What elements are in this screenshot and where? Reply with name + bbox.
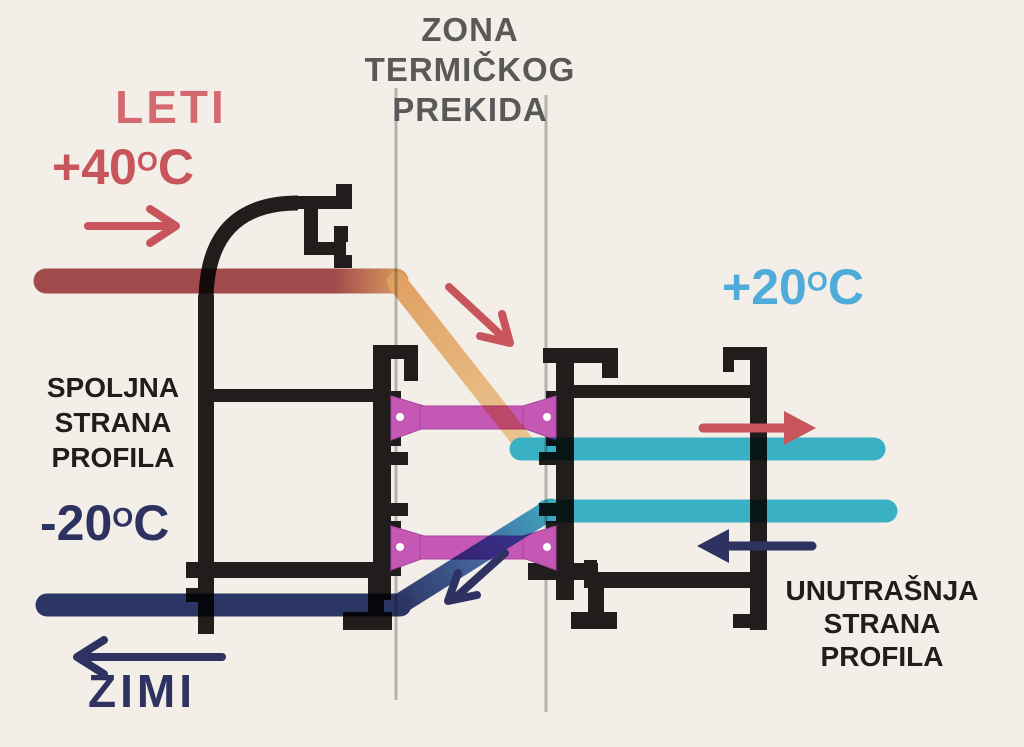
summer-heat-arrow-icon: [84, 205, 180, 247]
heat-deflection-arrow-icon: [445, 283, 514, 347]
indoor-temperature-unit: C: [827, 259, 864, 315]
zone-label-line3: PREKIDA: [392, 91, 548, 128]
summer-temperature-value: +40: [52, 139, 137, 195]
zone-label-line2: TERMIČKOG: [364, 51, 576, 88]
outer-profile-section: [186, 184, 392, 634]
outer-side-line2: STRANA: [54, 407, 172, 438]
indoor-cool-arrow-icon: [697, 529, 817, 563]
inner-profile-section: [574, 347, 767, 630]
winter-temperature-unit: C: [133, 495, 170, 551]
summer-temperature-unit: C: [157, 139, 194, 195]
outer-side-line3: PROFILA: [51, 442, 175, 473]
cold-deflection-arrow-icon: [444, 549, 509, 605]
inner-side-line3: PROFILA: [820, 641, 944, 672]
inner-side-line1: UNUTRAŠNJA: [785, 575, 979, 606]
winter-season-label: ZIMI: [88, 665, 196, 717]
winter-temperature-value: -20: [40, 495, 113, 551]
thermal-break-connector-upper: [390, 395, 557, 441]
indoor-temperature-degree: O: [806, 266, 828, 297]
flow-arrows: [73, 205, 817, 678]
outer-side-line1: SPOLJNA: [46, 372, 180, 403]
zone-label-line1: ZONA: [421, 11, 519, 48]
thermal-break-zone-label: ZONA TERMIČKOG PREKIDA: [348, 10, 592, 130]
hot-deflected-band: [387, 272, 537, 457]
indoor-temperature-value: +20: [722, 259, 807, 315]
summer-season-label: LETI: [115, 81, 227, 133]
winter-temperature-label: -20OC: [40, 494, 169, 552]
summer-temperature-label: +40OC: [52, 138, 194, 196]
summer-temperature-degree: O: [136, 146, 158, 177]
inner-side-label: UNUTRAŠNJA STRANA PROFILA: [768, 574, 996, 673]
winter-temperature-degree: O: [112, 502, 134, 533]
outer-side-label: SPOLJNA STRANA PROFILA: [28, 370, 198, 475]
temperature-flow-bands: [33, 268, 898, 617]
zone-boundary-lines: [394, 88, 548, 712]
inner-side-line2: STRANA: [823, 608, 941, 639]
cold-deflected-band: [387, 498, 562, 616]
winter-cold-arrow-icon: [73, 636, 226, 678]
thermal-break-connectors: [390, 395, 557, 571]
indoor-temperature-label: +20OC: [722, 258, 864, 316]
indoor-warm-arrow-icon: [698, 411, 816, 445]
